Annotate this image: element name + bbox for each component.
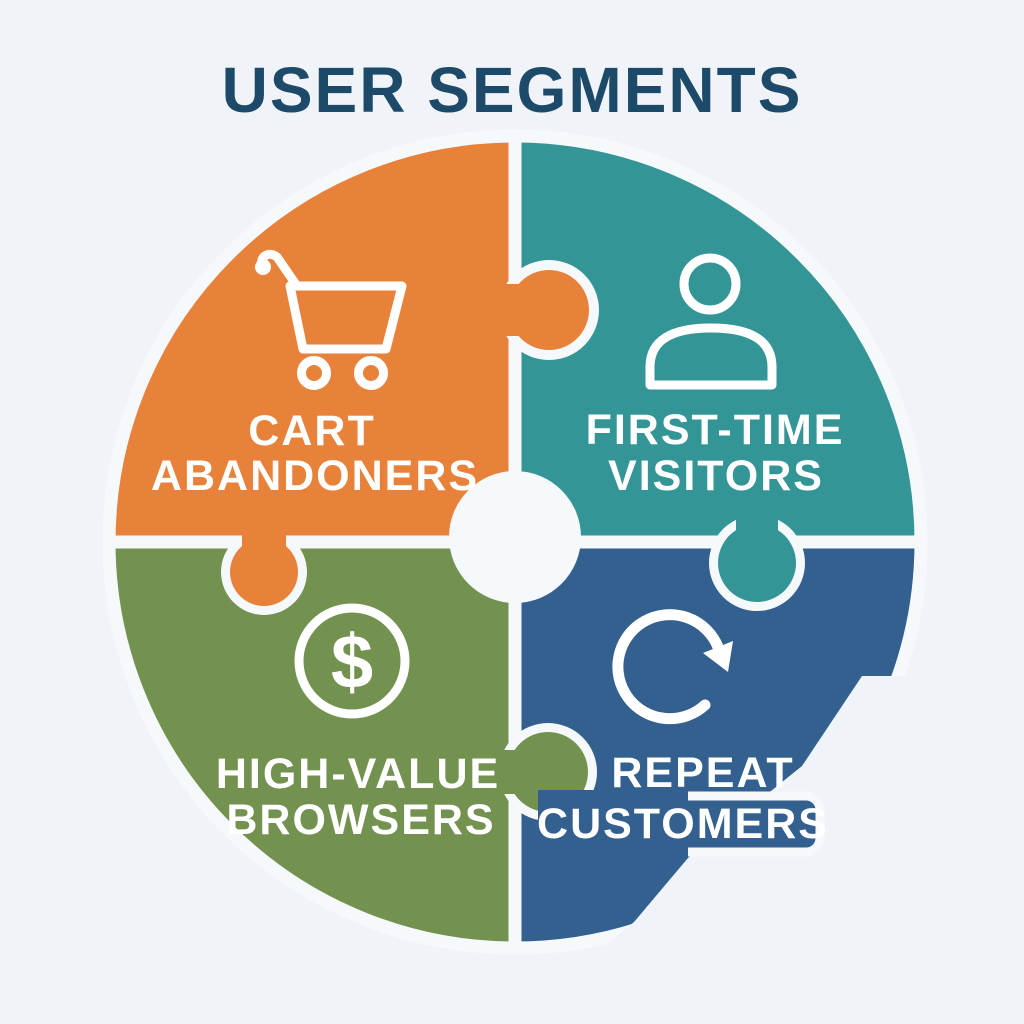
segment-labels: CART ABANDONERS FIRST-TIME VISITORS HIGH… bbox=[151, 406, 845, 848]
cart-handle bbox=[257, 249, 302, 291]
segment-label-visitors-line1: FIRST-TIME bbox=[586, 406, 845, 454]
puzzle-knob-orange-right bbox=[478, 260, 599, 360]
puzzle-piece-high-value-browsers bbox=[102, 535, 522, 955]
customers-label-tab-join bbox=[538, 790, 688, 857]
segment-label-cart-line1: CART bbox=[248, 407, 375, 455]
segment-label-cart-line2: ABANDONERS bbox=[151, 452, 479, 500]
refresh-icon bbox=[612, 609, 733, 725]
cart-icon bbox=[255, 249, 407, 390]
segment-label-browsers-line1: HIGH-VALUE bbox=[216, 750, 500, 798]
knob-neck bbox=[472, 750, 550, 794]
knob-neck bbox=[478, 284, 552, 336]
dollar-glyph: $ bbox=[331, 620, 373, 705]
page-title: USER SEGMENTS bbox=[222, 54, 803, 126]
puzzle-knob-orange-down bbox=[221, 505, 307, 615]
center-hole bbox=[449, 471, 581, 603]
cart-wheel-left bbox=[297, 356, 331, 390]
segment-label-customers-line1: REPEAT bbox=[611, 749, 794, 797]
puzzle-wheel bbox=[102, 129, 975, 995]
cart-basket bbox=[285, 281, 407, 354]
segment-label-customers-line2: CUSTOMERS bbox=[537, 800, 829, 848]
person-head bbox=[679, 253, 741, 315]
knob-neck bbox=[736, 500, 778, 566]
puzzle-knob-teal-down bbox=[709, 500, 805, 611]
knob-neck bbox=[242, 505, 286, 575]
cart-wheel-right bbox=[354, 356, 388, 390]
refresh-arrowhead bbox=[703, 641, 733, 672]
segment-label-visitors-line2: VISITORS bbox=[608, 452, 824, 500]
person-body bbox=[645, 323, 777, 390]
refresh-arc bbox=[612, 609, 724, 725]
dollar-icon: $ bbox=[294, 603, 410, 719]
person-icon bbox=[645, 253, 777, 390]
puzzle-piece-first-time-visitors bbox=[508, 129, 928, 549]
puzzle-piece-cart-abandoners bbox=[102, 129, 522, 549]
dollar-circle bbox=[294, 603, 410, 719]
segment-label-browsers-line2: BROWSERS bbox=[226, 796, 495, 844]
